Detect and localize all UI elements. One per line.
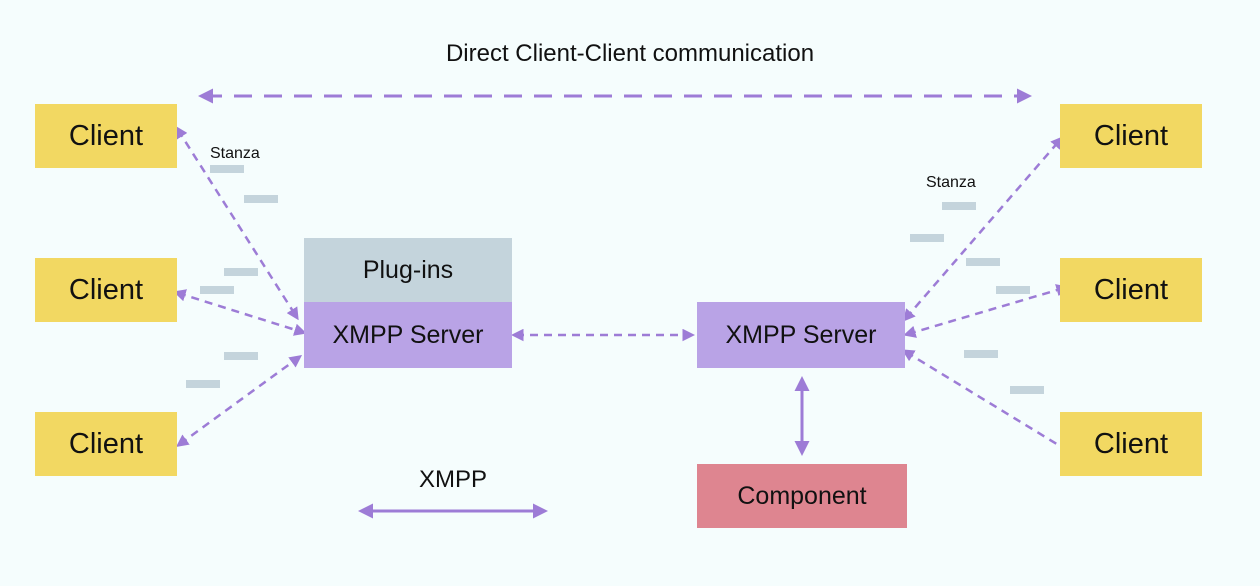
client-left-3: Client — [35, 412, 177, 476]
client-left-2: Client — [35, 258, 177, 322]
arrow-left-client-3 — [175, 355, 303, 447]
legend-label: XMPP — [418, 466, 487, 493]
arrow-right-client-2 — [903, 284, 1069, 338]
xmpp-server-left: XMPP Server — [304, 302, 512, 368]
stanza-bars-left — [186, 165, 278, 388]
client-left-1: Client — [35, 104, 177, 168]
client-right-1: Client — [1060, 104, 1202, 168]
plugins-box: Plug-ins — [304, 238, 512, 302]
arrow-left-client-2 — [173, 289, 307, 336]
component-box: Component — [697, 464, 907, 528]
client-right-3: Client — [1060, 412, 1202, 476]
diagram-title: Direct Client-Client communication — [445, 40, 815, 67]
stanza-label-right: Stanza — [926, 174, 976, 191]
arrow-right-client-1 — [902, 136, 1064, 322]
stanza-label-left: Stanza — [210, 145, 260, 162]
stanza-bars-right — [910, 202, 1044, 394]
arrow-left-client-1 — [175, 125, 299, 321]
client-right-2: Client — [1060, 258, 1202, 322]
arrow-right-client-3 — [901, 349, 1061, 448]
xmpp-server-right: XMPP Server — [697, 302, 905, 368]
